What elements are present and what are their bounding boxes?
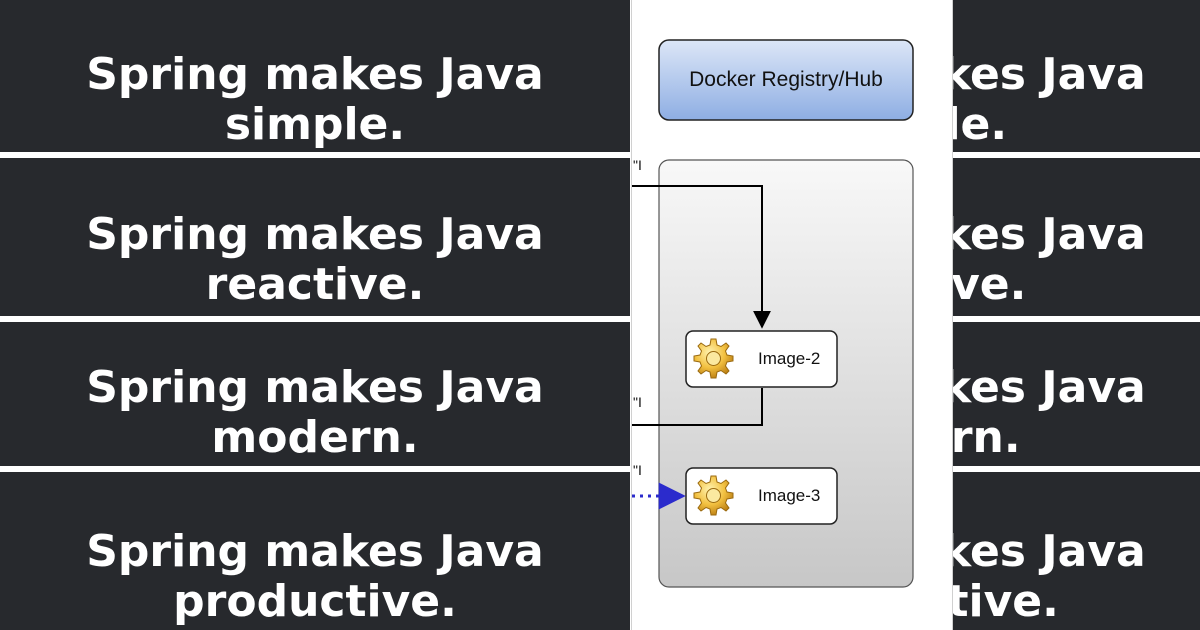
banner-line-1: Spring makes Java xyxy=(952,209,1146,260)
banner-reactive: Spring makes Java reactive. xyxy=(0,158,630,316)
banner-line-2: modern. xyxy=(211,412,419,463)
truncated-label: "I xyxy=(633,462,642,478)
banner-line-1: Spring makes Java xyxy=(86,49,544,100)
banner-productive-right: Spring makes Java productive. xyxy=(952,472,1200,630)
gear-icon xyxy=(693,475,734,516)
truncated-label: "I xyxy=(633,157,642,173)
truncated-label: "I xyxy=(633,394,642,410)
banner-simple-right: Spring makes Java simple. xyxy=(952,0,1200,152)
banner-modern: Spring makes Java modern. xyxy=(0,322,630,466)
banner-line-1: Spring makes Java xyxy=(86,209,544,260)
left-banner-column: Spring makes Java simple. Spring makes J… xyxy=(0,0,630,630)
image-3-label: Image-3 xyxy=(758,486,821,505)
registry-label: Docker Registry/Hub xyxy=(689,68,883,91)
diagram-canvas xyxy=(632,39,914,588)
docker-diagram-panel: Docker Registry/Hub Image-2 Image-3 "I "… xyxy=(631,0,953,630)
banner-line-2: reactive. xyxy=(205,259,425,310)
banner-line-1: Spring makes Java xyxy=(86,526,544,577)
banner-line-2: productive. xyxy=(952,576,1059,627)
banner-line-2: productive. xyxy=(173,576,457,627)
banner-simple: Spring makes Java simple. xyxy=(0,0,630,152)
banner-line-2: simple. xyxy=(224,99,406,150)
banner-line-2: simple. xyxy=(952,99,1008,150)
banner-line-2: modern. xyxy=(952,412,1021,463)
image-2-label: Image-2 xyxy=(758,349,821,368)
banner-line-1: Spring makes Java xyxy=(952,49,1146,100)
arrow-to-image-2 xyxy=(632,185,771,329)
banner-line-1: Spring makes Java xyxy=(952,362,1146,413)
right-banner-column: Spring makes Java simple. Spring makes J… xyxy=(952,0,1200,630)
gear-icon xyxy=(693,338,734,379)
banner-line-1: Spring makes Java xyxy=(86,362,544,413)
banner-line-2: reactive. xyxy=(952,259,1027,310)
banner-line-1: Spring makes Java xyxy=(952,526,1146,577)
registry-box xyxy=(658,39,914,121)
banner-reactive-right: Spring makes Java reactive. xyxy=(952,158,1200,316)
connector-from-image-2 xyxy=(632,388,763,426)
banner-productive: Spring makes Java productive. xyxy=(0,472,630,630)
banner-modern-right: Spring makes Java modern. xyxy=(952,322,1200,466)
